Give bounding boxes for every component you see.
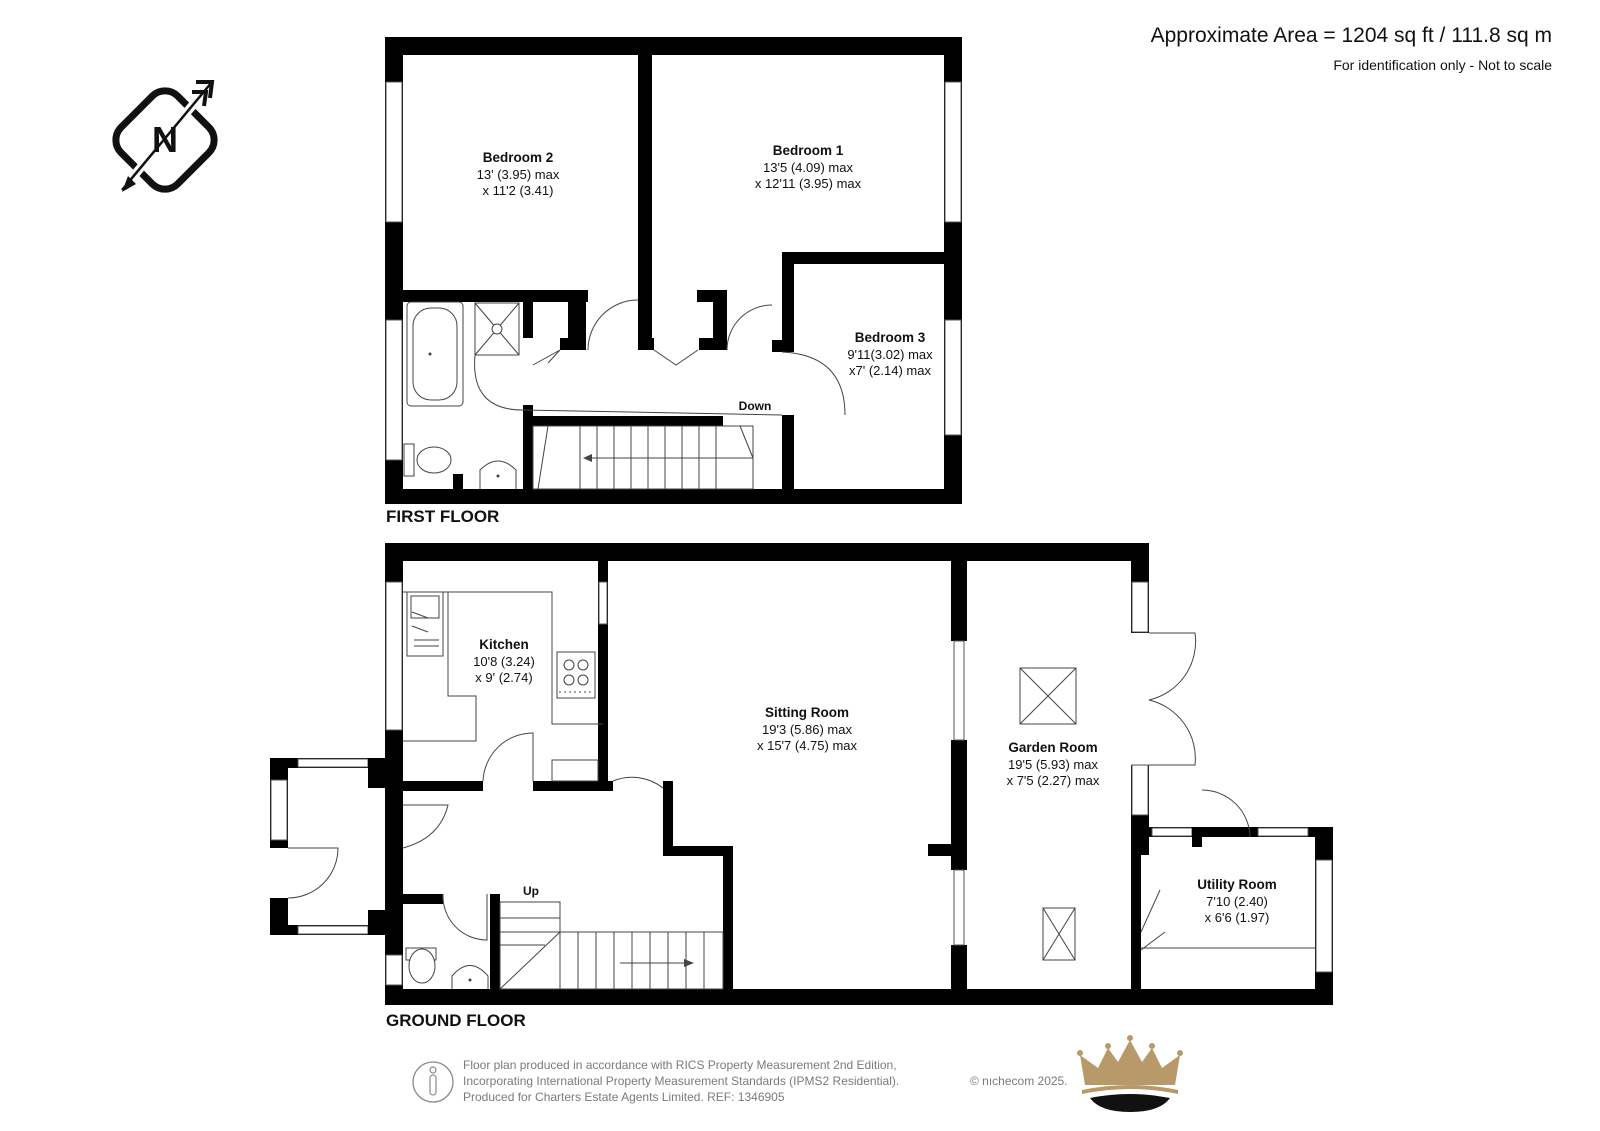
room-dims: 9'11(3.02) max <box>847 347 933 362</box>
ground-floor-label: GROUND FLOOR <box>386 1011 526 1030</box>
room-dims: 13' (3.95) max <box>477 167 560 182</box>
room-dims: 19'5 (5.93) max <box>1008 757 1098 772</box>
room-bedroom-2: Bedroom 2 13' (3.95) max x 11'2 (3.41) <box>477 150 560 198</box>
room-dims: x 15'7 (4.75) max <box>757 738 858 753</box>
compass-letter: N <box>152 119 178 160</box>
room-dims: x 11'2 (3.41) <box>483 183 554 198</box>
room-utility-room: Utility Room 7'10 (2.40) x 6'6 (1.97) <box>1197 877 1277 925</box>
copyright: © nıchecom 2025. <box>970 1074 1068 1088</box>
stairs-up-label: Up <box>523 884 539 898</box>
room-kitchen: Kitchen 10'8 (3.24) x 9' (2.74) <box>473 637 535 685</box>
scale-note: For identification only - Not to scale <box>1333 57 1552 73</box>
room-garden-room: Garden Room 19'5 (5.93) max x 7'5 (2.27)… <box>1007 740 1100 788</box>
skylight-icon <box>1042 907 1076 961</box>
stairs-down-label: Down <box>739 399 772 413</box>
approximate-area: Approximate Area = 1204 sq ft / 111.8 sq… <box>1150 24 1552 47</box>
footer-line-3: Produced for Charters Estate Agents Limi… <box>463 1090 785 1104</box>
room-bedroom-1: Bedroom 1 13'5 (4.09) max x 12'11 (3.95)… <box>755 143 862 191</box>
room-name: Sitting Room <box>765 705 849 720</box>
room-name: Bedroom 1 <box>773 143 844 158</box>
room-bedroom-3: Bedroom 3 9'11(3.02) max x7' (2.14) max <box>847 330 933 378</box>
room-dims: x 12'11 (3.95) max <box>755 176 862 191</box>
footer: Floor plan produced in accordance with R… <box>412 1035 1183 1112</box>
footer-line-1: Floor plan produced in accordance with R… <box>463 1058 897 1072</box>
ground-floor-stairs <box>499 901 724 990</box>
first-floor-label: FIRST FLOOR <box>386 507 499 526</box>
room-name: Bedroom 3 <box>855 330 926 345</box>
hob-icon <box>556 651 596 699</box>
room-name: Utility Room <box>1197 877 1277 892</box>
room-dims: x7' (2.14) max <box>849 363 931 378</box>
footer-line-2: Incorporating International Property Mea… <box>463 1074 899 1088</box>
room-dims: 13'5 (4.09) max <box>763 160 853 175</box>
room-dims: x 6'6 (1.97) <box>1205 910 1270 925</box>
skylight-icon <box>1019 667 1077 725</box>
room-name: Kitchen <box>479 637 529 652</box>
room-name: Bedroom 2 <box>483 150 554 165</box>
room-dims: 19'3 (5.86) max <box>762 722 852 737</box>
room-sitting-room: Sitting Room 19'3 (5.86) max x 15'7 (4.7… <box>757 705 858 753</box>
room-dims: 7'10 (2.40) <box>1206 894 1268 909</box>
room-dims: x 9' (2.74) <box>475 670 532 685</box>
ground-floor: Up Kitchen 10'8 (3.24) x 9' (2.74) Sitti… <box>270 543 1333 1030</box>
north-compass-icon: N <box>112 79 218 193</box>
crown-logo-icon <box>1077 1035 1183 1112</box>
kitchen-sink-icon <box>406 591 444 657</box>
room-name: Garden Room <box>1008 740 1097 755</box>
room-dims: 10'8 (3.24) <box>473 654 535 669</box>
first-floor-stairs <box>532 425 754 490</box>
room-dims: x 7'5 (2.27) max <box>1007 773 1100 788</box>
person-icon <box>412 1061 454 1103</box>
first-floor: Down Bedroom 2 13' (3.95) max x 11'2 (3.… <box>385 37 962 526</box>
